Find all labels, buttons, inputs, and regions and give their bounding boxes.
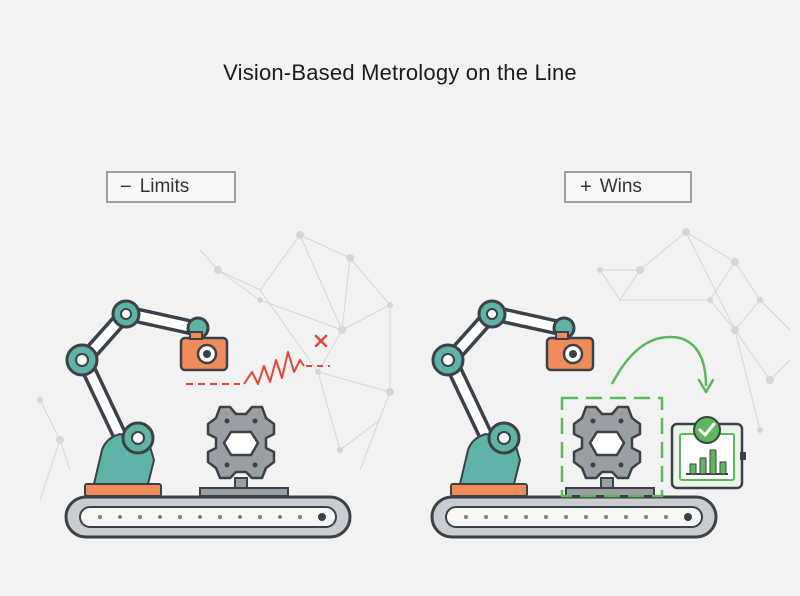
- results-monitor: [670, 422, 746, 490]
- wins-scene: [430, 301, 746, 539]
- plus-icon: +: [580, 175, 592, 198]
- camera-icon: [545, 330, 595, 372]
- page-title: Vision-Based Metrology on the Line: [223, 60, 577, 85]
- wins-tag: + Wins: [564, 171, 692, 203]
- camera-icon: [179, 330, 229, 372]
- gear-part-icon: [564, 405, 656, 498]
- conveyor-right: [430, 495, 718, 539]
- data-flow-arrow: [610, 335, 708, 387]
- limits-tag: − Limits: [106, 171, 236, 203]
- gear-part-icon: [198, 405, 290, 498]
- minus-icon: −: [120, 175, 132, 198]
- conveyor-left: [64, 495, 352, 539]
- check-icon: [693, 416, 721, 444]
- x-mark-icon: [314, 334, 328, 348]
- robot-arm-left: [67, 301, 208, 496]
- network-background-right: [599, 231, 791, 431]
- robot-arm-right: [433, 301, 574, 496]
- wins-label: Wins: [599, 176, 642, 197]
- limits-scene: [64, 301, 352, 539]
- measurement-box: [560, 396, 664, 498]
- limits-label: Limits: [139, 176, 190, 197]
